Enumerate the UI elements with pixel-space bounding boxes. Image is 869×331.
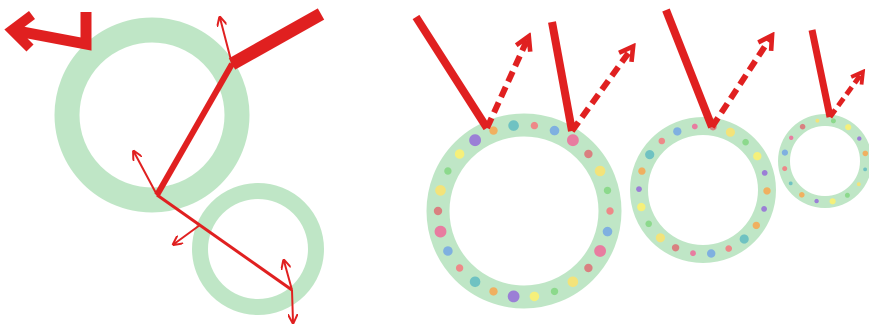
ring-dot — [816, 119, 820, 123]
ring-dot — [435, 185, 446, 196]
ring-dot — [799, 192, 805, 198]
ring-dot — [690, 250, 696, 256]
corner-arrow-icon — [12, 12, 86, 48]
incident-beam-2 — [552, 22, 572, 131]
ring-dot — [742, 139, 749, 146]
ring-dot — [530, 292, 540, 302]
ring-dot — [725, 245, 732, 252]
ring-dot — [814, 199, 818, 203]
ring-dot — [606, 207, 613, 214]
ring-dot — [455, 149, 465, 159]
ring-dot — [645, 221, 652, 228]
incident-beam-4 — [812, 30, 830, 117]
ring-dot — [857, 182, 861, 186]
small-ring — [200, 191, 316, 307]
reflected-beam-2 — [572, 48, 632, 131]
ring-dot — [845, 124, 851, 130]
ring-dot — [470, 277, 481, 288]
ring-dot — [863, 168, 867, 172]
right-diagram — [416, 10, 868, 302]
ring-3 — [784, 120, 866, 202]
ring-dot — [550, 126, 560, 136]
ring-dot — [595, 166, 606, 177]
ring-dot — [638, 167, 645, 174]
ring-dot — [656, 233, 665, 242]
ring-dot — [435, 226, 447, 238]
ring-dot — [489, 287, 497, 295]
ring-dot — [594, 245, 606, 257]
incident-beam-1 — [416, 17, 487, 128]
ring-dot — [763, 187, 770, 194]
large-ring — [67, 30, 237, 200]
ring-dot — [789, 136, 793, 140]
ring-dot — [603, 227, 613, 237]
ring-dot — [636, 186, 642, 192]
ring-dot — [489, 126, 497, 134]
ring-1 — [438, 125, 610, 297]
ring-dot — [456, 264, 463, 271]
ring-dot — [740, 234, 749, 243]
ring-dot — [845, 193, 850, 198]
ring-dot — [434, 207, 442, 215]
reflected-beam-3 — [712, 37, 771, 127]
ring-dot — [782, 166, 787, 171]
ring-dot — [707, 249, 715, 257]
ring-dot — [672, 244, 679, 251]
ring-dot — [800, 124, 806, 130]
ring-dot — [508, 120, 519, 131]
ring-dot — [753, 152, 761, 160]
ring-dot — [531, 122, 538, 129]
ring-dot — [551, 288, 558, 295]
ring-dot — [789, 182, 793, 186]
left-diagram — [12, 12, 321, 322]
ring-dot — [673, 127, 681, 135]
ring-dot — [584, 264, 592, 272]
ring-dot — [761, 206, 767, 212]
ring-dot — [444, 167, 451, 174]
ring-dot — [857, 136, 861, 140]
ring-dot — [443, 246, 453, 256]
ring-dot — [567, 134, 579, 146]
ring-dot — [762, 170, 768, 176]
reflected-beam-4 — [830, 73, 862, 117]
ring-dot — [584, 150, 592, 158]
ring-dot — [726, 128, 735, 137]
ring-dot — [604, 187, 611, 194]
ring-dot — [469, 134, 481, 146]
ring-dot — [863, 151, 869, 157]
ring-dot — [831, 118, 836, 123]
ring-dot — [830, 198, 836, 204]
ring-dot — [659, 138, 666, 145]
incident-beam-3 — [666, 10, 712, 127]
ring-dot — [782, 150, 788, 156]
ring-dot — [692, 124, 698, 130]
exit-arrow-down — [292, 290, 293, 322]
ring-dot — [753, 222, 760, 229]
ring-dot — [508, 291, 520, 303]
ring-dot — [637, 203, 645, 211]
ring-dot — [645, 150, 654, 159]
ring-dot — [568, 277, 579, 288]
